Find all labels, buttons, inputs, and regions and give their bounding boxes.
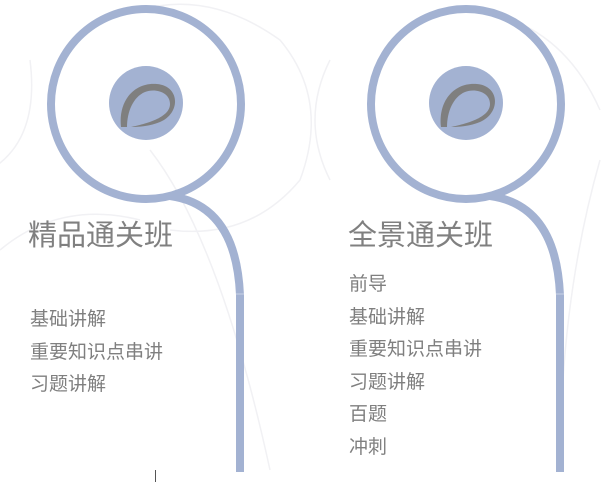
inner-disc-icon — [429, 66, 503, 140]
course-item: 基础讲解 — [30, 308, 107, 330]
course-title: 精品通关班 — [28, 218, 174, 252]
text-cursor-mark — [155, 470, 156, 482]
course-item: 习题讲解 — [30, 373, 107, 395]
ring-icon — [367, 5, 565, 203]
swoosh-logo-icon — [440, 83, 496, 127]
course-item: 冲刺 — [349, 435, 388, 458]
course-item: 基础讲解 — [349, 305, 426, 328]
course-item: 重要知识点串讲 — [30, 340, 164, 363]
course-item: 重要知识点串讲 — [349, 338, 483, 360]
course-item: 百题 — [349, 403, 388, 425]
course-title: 全景通关班 — [348, 218, 494, 252]
right-ring-graphic — [367, 5, 565, 472]
course-item: 习题讲解 — [349, 370, 426, 393]
ring-icon — [47, 5, 245, 203]
course-panel-quanjing: 全景通关班 前导 基础讲解 重要知识点串讲 习题讲解 百题 冲刺 — [320, 0, 602, 481]
course-item: 前导 — [349, 273, 388, 295]
left-ring-graphic — [47, 5, 245, 472]
swoosh-logo-icon — [120, 83, 176, 127]
ring-tail — [169, 192, 244, 472]
background-arcs — [0, 3, 601, 471]
course-item-list: 前导 基础讲解 重要知识点串讲 习题讲解 百题 冲刺 — [349, 268, 482, 463]
course-item-list: 基础讲解 重要知识点串讲 习题讲解 — [30, 303, 163, 401]
inner-disc-icon — [109, 66, 183, 140]
ring-tail — [489, 192, 564, 472]
course-panel-jingpin: 精品通关班 基础讲解 重要知识点串讲 习题讲解 — [0, 0, 300, 481]
